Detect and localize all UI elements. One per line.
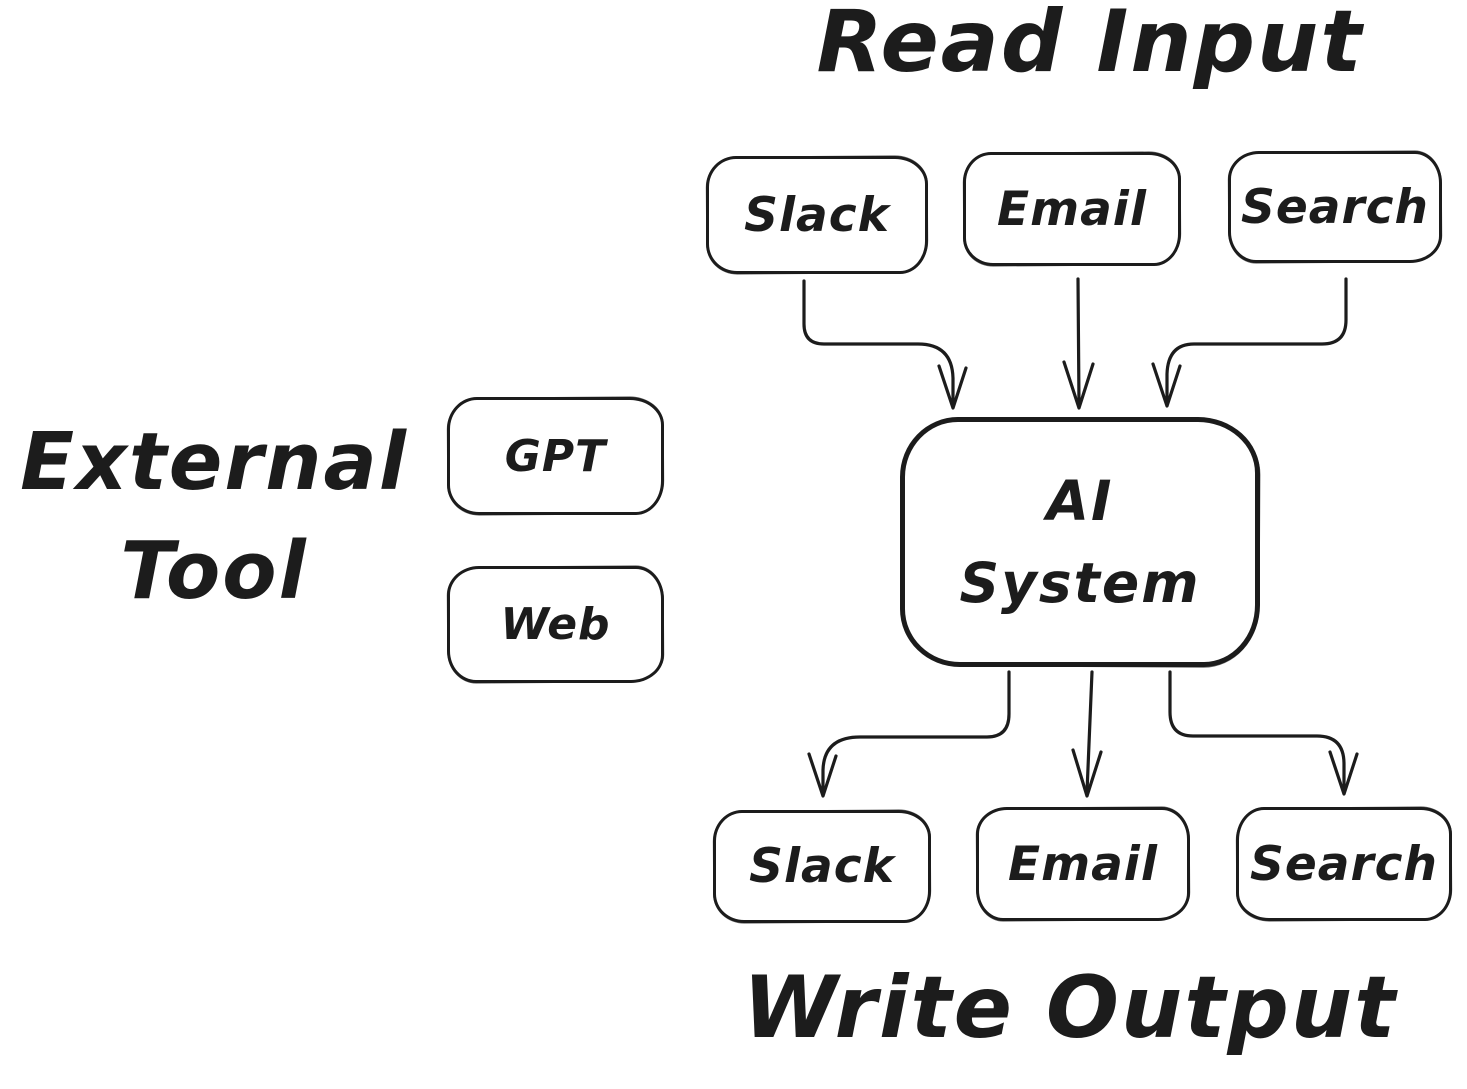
output-slack-label: Slack: [749, 839, 895, 894]
read-input-title: Read Input: [816, 0, 1364, 92]
arrow-output-ai-to-email: [1071, 670, 1103, 798]
gpt-node-label: GPT: [504, 430, 607, 482]
input-search-label: Search: [1241, 179, 1429, 235]
ai-system-node: AI System: [900, 417, 1260, 667]
external-tool-label: External Tool: [0, 408, 428, 626]
external-tool-label-line2: Tool: [120, 525, 308, 618]
arrow-input-search-to-ai: [1151, 277, 1348, 408]
ai-system-label-line2: System: [959, 551, 1201, 615]
input-node-email: Email: [963, 152, 1181, 266]
arrow-output-ai-to-search: [1168, 670, 1359, 796]
arrow-input-slack-to-ai: [802, 279, 968, 410]
arrow-output-ai-to-slack: [807, 670, 1011, 798]
ai-system-label-line1: AI: [1046, 468, 1114, 533]
web-node-label: Web: [500, 599, 611, 650]
ai-system-label: AI System: [959, 460, 1200, 625]
external-tool-label-line1: External: [20, 416, 408, 508]
external-tool-node-web: Web: [447, 566, 664, 683]
input-node-search: Search: [1228, 151, 1442, 263]
output-node-email: Email: [976, 807, 1190, 921]
output-email-label: Email: [1007, 836, 1159, 892]
arrow-input-email-to-ai: [1062, 277, 1095, 410]
external-tool-node-gpt: GPT: [447, 397, 664, 515]
input-slack-label: Slack: [744, 187, 890, 243]
output-node-search: Search: [1236, 807, 1452, 921]
input-email-label: Email: [996, 181, 1148, 237]
output-node-slack: Slack: [713, 810, 931, 923]
input-node-slack: Slack: [706, 156, 928, 274]
write-output-title: Write Output: [742, 958, 1398, 1058]
output-search-label: Search: [1250, 836, 1438, 892]
